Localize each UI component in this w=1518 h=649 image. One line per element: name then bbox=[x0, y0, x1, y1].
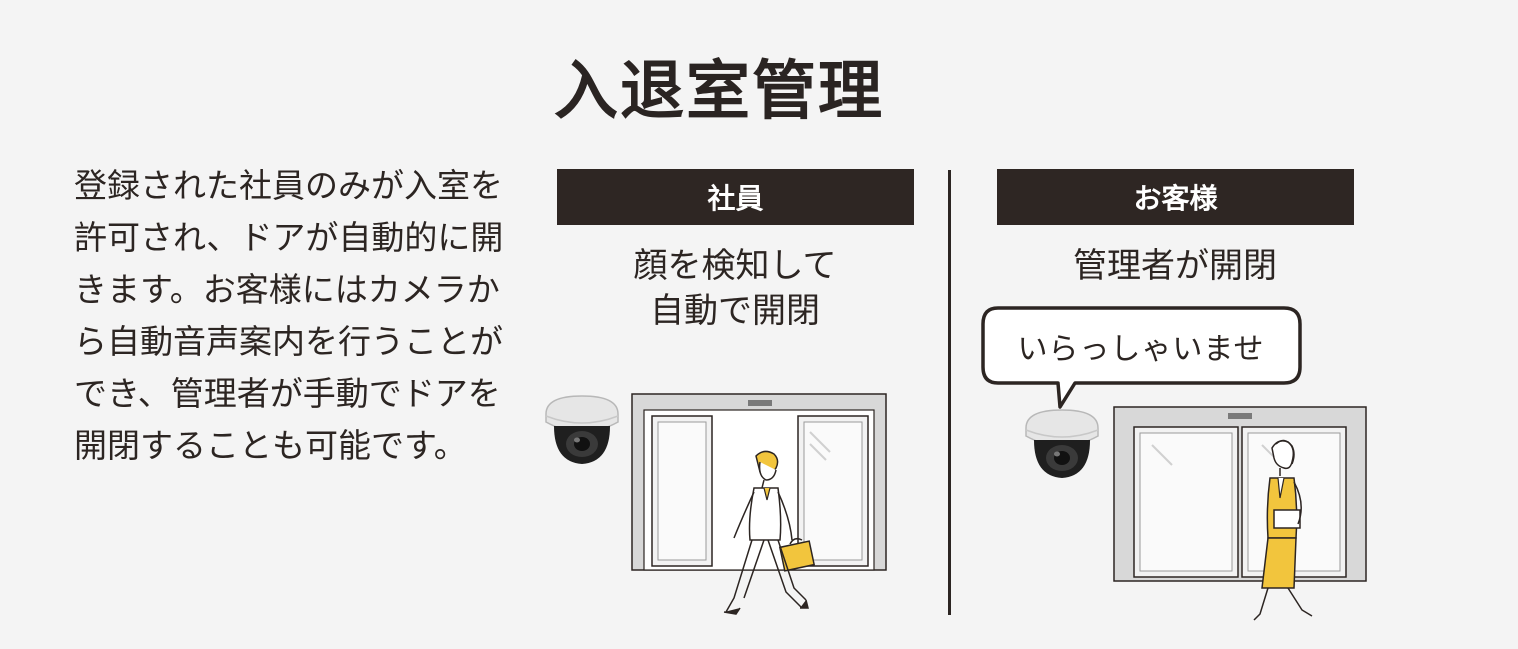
description-line: 許可され、ドアが自動的に開 bbox=[74, 218, 504, 257]
speech-bubble-icon bbox=[981, 306, 1302, 409]
page-title: 入退室管理 bbox=[554, 55, 884, 129]
businessman-icon bbox=[723, 450, 816, 615]
section-divider bbox=[948, 170, 951, 615]
employee-description: 顔を検知して 自動で開閉 bbox=[570, 244, 900, 334]
description-line: 開閉することも可能です。 bbox=[74, 426, 467, 465]
guest-description: 管理者が開閉 bbox=[1073, 246, 1277, 286]
businesswoman-icon bbox=[1253, 439, 1313, 621]
description-line: ら自動音声案内を行うことが bbox=[74, 322, 503, 361]
description-line: 登録された社員のみが入室を bbox=[74, 166, 503, 205]
employee-text-line: 自動で開閉 bbox=[650, 291, 820, 331]
employee-text-line: 顔を検知して bbox=[633, 246, 837, 286]
description-line: きます。お客様にはカメラか bbox=[74, 270, 500, 309]
guest-label: お客様 bbox=[999, 171, 1352, 223]
description-text: 登録された社員のみが入室を 許可され、ドアが自動的に開 きます。お客様にはカメラ… bbox=[74, 160, 524, 472]
speech-bubble-text: いらっしゃいませ bbox=[1017, 332, 1265, 367]
description-line: でき、管理者が手動でドアを bbox=[74, 374, 501, 413]
employee-label: 社員 bbox=[559, 171, 912, 223]
dome-camera-icon bbox=[1025, 409, 1099, 478]
automatic-door-icon bbox=[1113, 406, 1367, 582]
dome-camera-icon bbox=[545, 395, 619, 464]
